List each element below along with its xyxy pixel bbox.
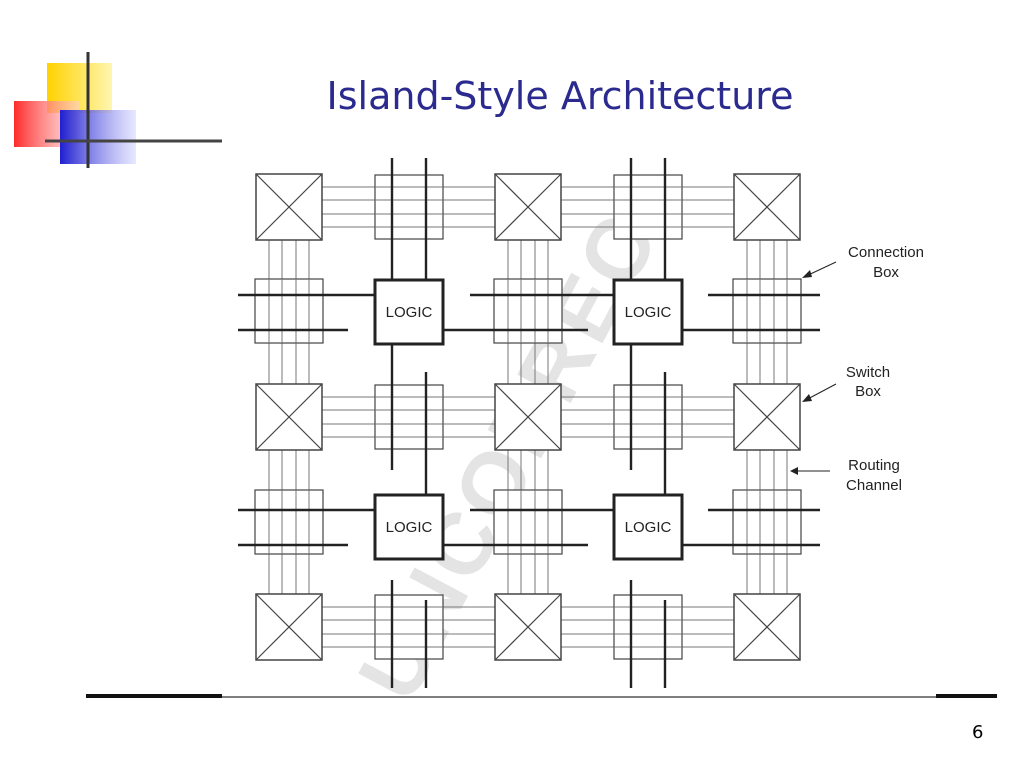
annotation-connection-box-line1: Connection — [848, 244, 924, 261]
switch-box-cross — [494, 383, 562, 451]
connection-box — [254, 278, 324, 344]
annotation-connection-box: Connection Box — [802, 244, 924, 281]
page-number: 6 — [972, 722, 984, 743]
slide-title: Island-Style Architecture — [326, 74, 794, 118]
logic-block-label: LOGIC — [625, 519, 672, 536]
switch-box-cross — [255, 593, 323, 661]
switch-box-cross — [733, 383, 801, 451]
annotation-routing-channel: Routing Channel — [790, 457, 902, 494]
connection-box — [374, 594, 444, 660]
switch-box-cross — [255, 383, 323, 451]
connection-box — [732, 489, 802, 555]
logic-block — [373, 493, 445, 561]
connection-box — [254, 489, 324, 555]
logic-block-label: LOGIC — [386, 519, 433, 536]
switch-box-arrowhead — [802, 394, 812, 402]
connection-box-arrowhead — [802, 270, 812, 278]
blue-square — [60, 110, 136, 164]
footer-rule — [86, 694, 997, 698]
logic-block-label: LOGIC — [386, 304, 433, 321]
connection-box — [613, 384, 683, 450]
switch-box-cross — [733, 173, 801, 241]
annotation-switch-box: Switch Box — [802, 364, 890, 402]
corner-decoration — [14, 52, 222, 168]
annotation-routing-channel-line2: Channel — [846, 477, 902, 494]
switch-box-cross — [494, 593, 562, 661]
logic-block-label: LOGIC — [625, 304, 672, 321]
logic-block — [612, 493, 684, 561]
switch-box-cross — [494, 173, 562, 241]
annotation-switch-box-line1: Switch — [846, 364, 890, 381]
routing-channel-arrowhead — [790, 467, 798, 475]
connection-box — [732, 278, 802, 344]
switch-box-cross — [733, 593, 801, 661]
connection-box — [613, 594, 683, 660]
logic-block — [373, 278, 445, 346]
connection-box — [374, 174, 444, 240]
annotation-routing-channel-line1: Routing — [848, 457, 900, 474]
logic-block — [612, 278, 684, 346]
connection-box — [493, 278, 563, 344]
box-layer — [254, 173, 802, 661]
logic-layer: LOGIC LOGIC LOGIC LOGIC — [373, 278, 684, 561]
switch-box-cross — [255, 173, 323, 241]
connection-box — [613, 174, 683, 240]
annotation-switch-box-line2: Box — [855, 383, 881, 400]
connection-box — [493, 489, 563, 555]
connection-box — [374, 384, 444, 450]
annotation-connection-box-line2: Box — [873, 264, 899, 281]
